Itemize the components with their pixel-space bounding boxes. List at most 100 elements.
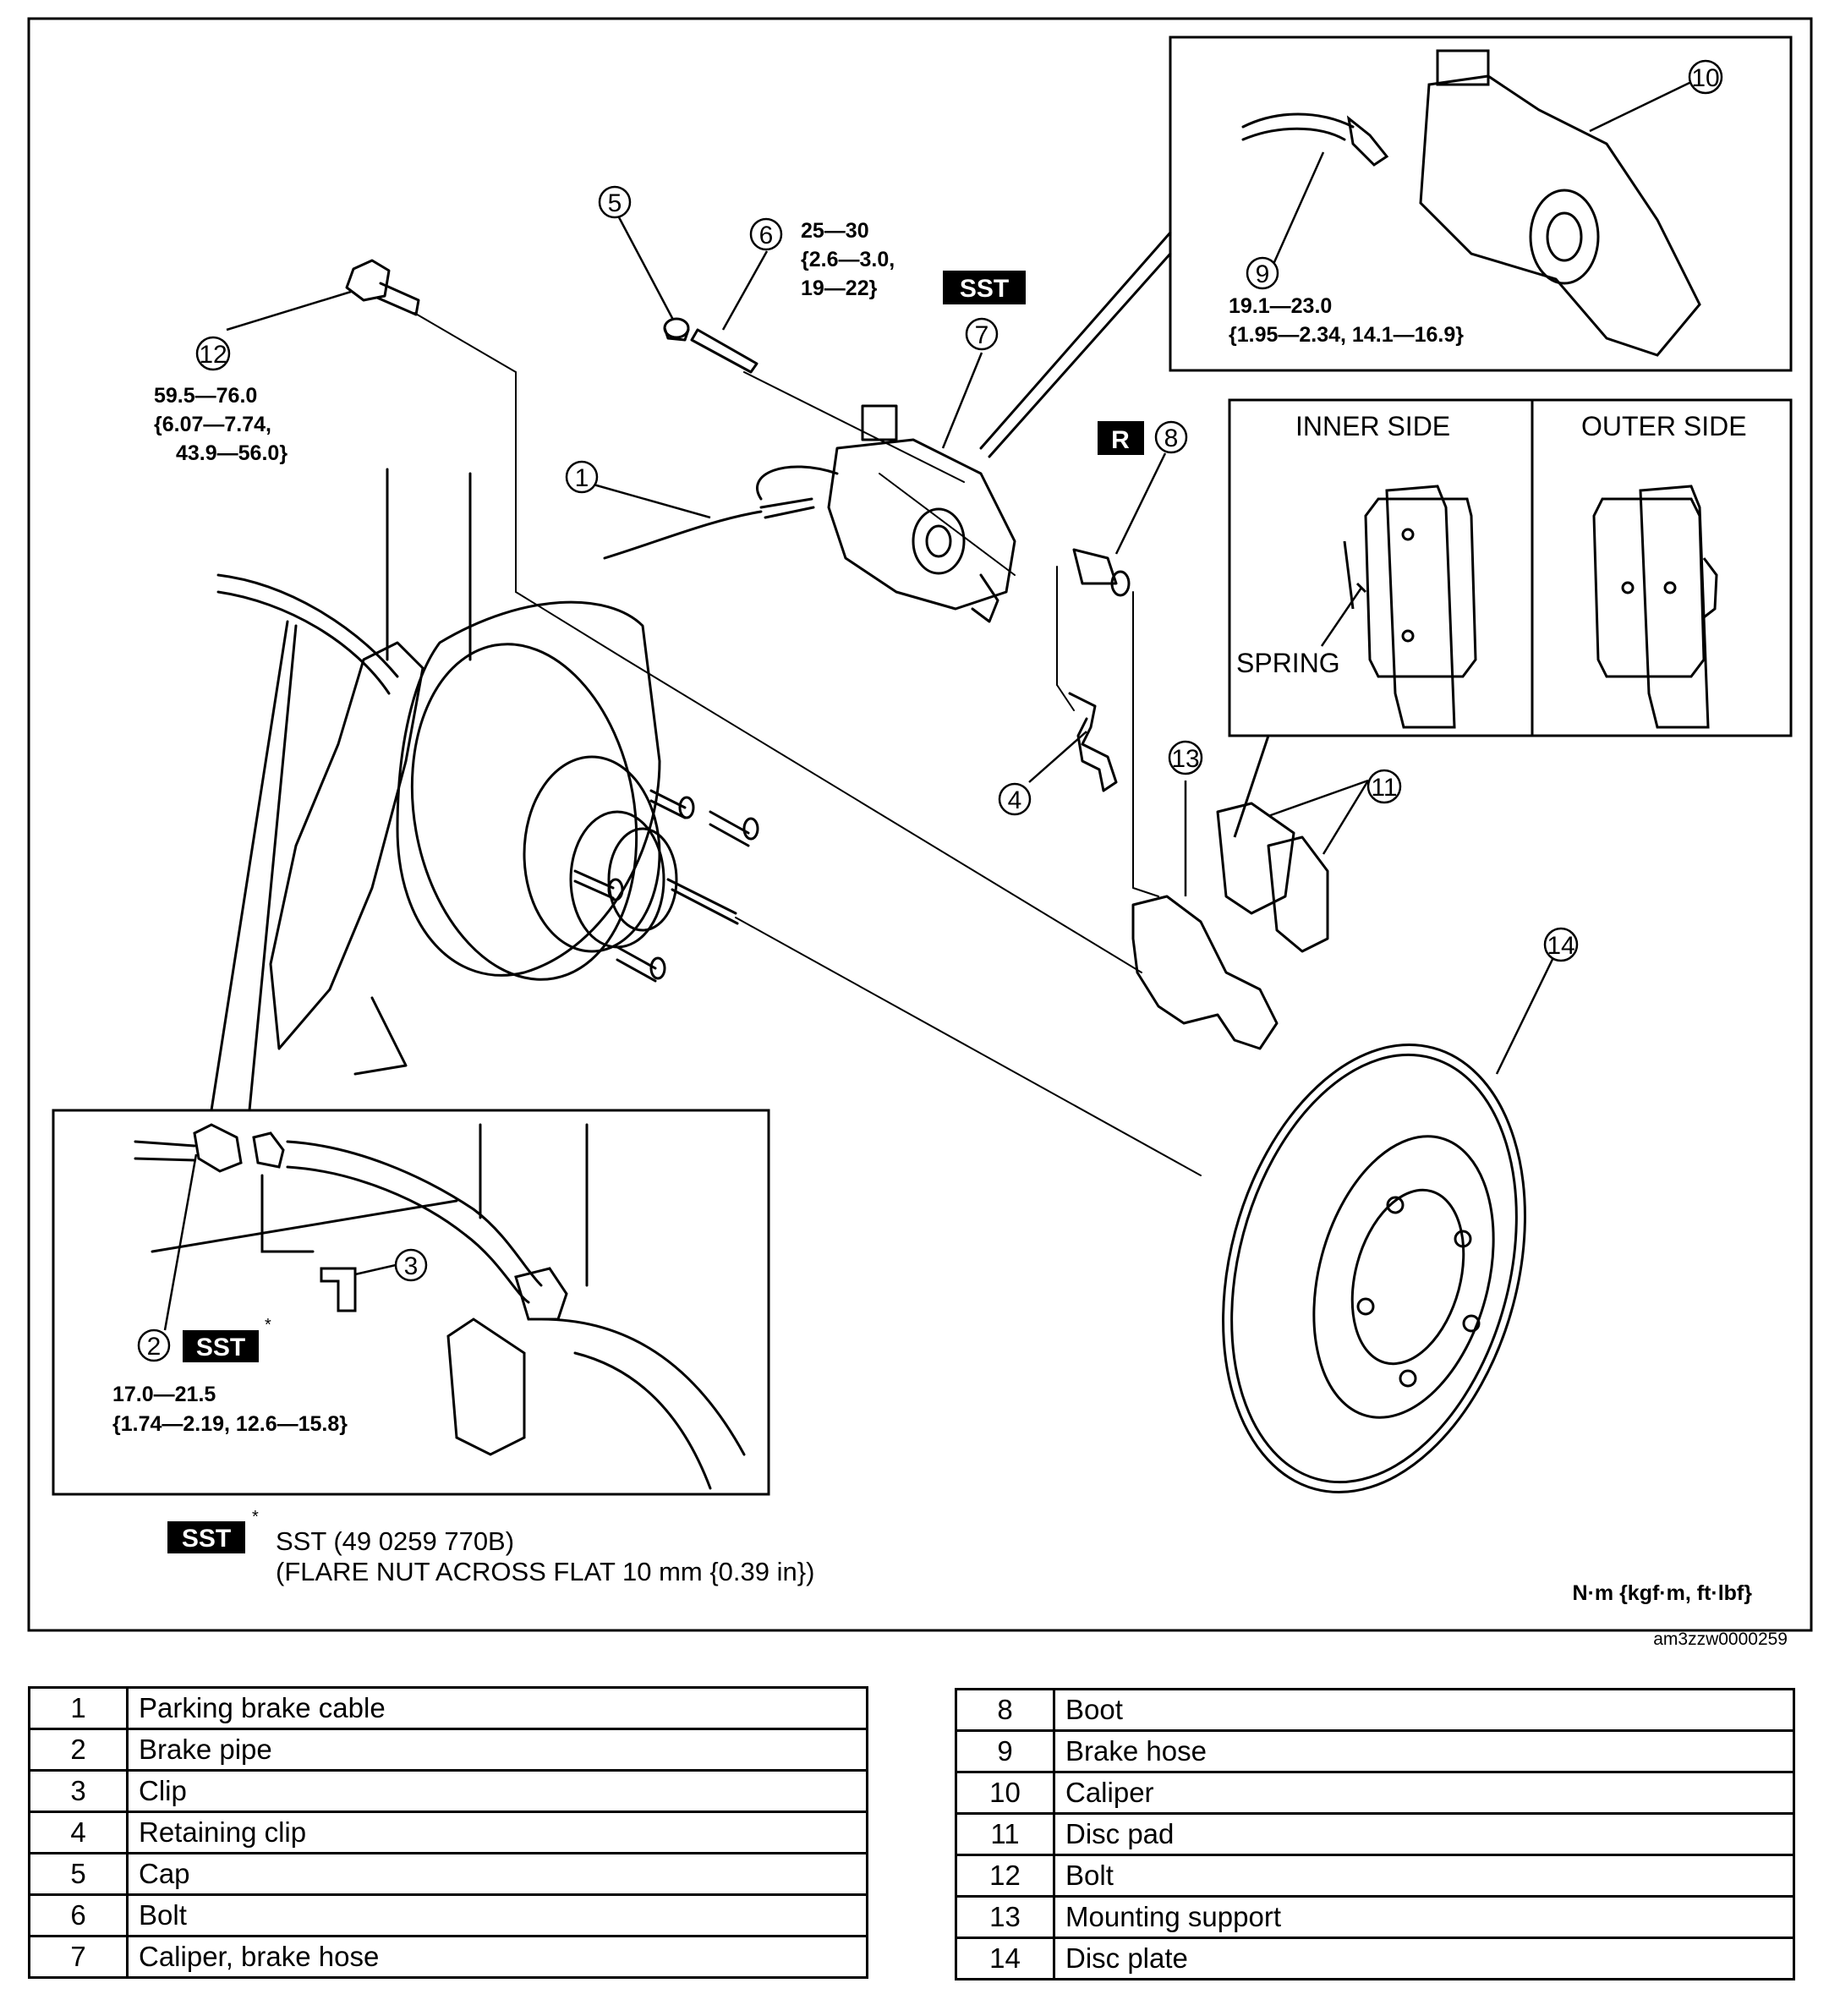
part-number: 9	[955, 1729, 1055, 1773]
callout-10: 10	[1688, 59, 1723, 95]
svg-text:19—22}: 19—22}	[801, 277, 878, 300]
svg-text:14: 14	[1547, 932, 1574, 960]
svg-text:*: *	[252, 1508, 259, 1526]
diagram-frame	[27, 17, 1813, 1632]
svg-text:59.5—76.0: 59.5—76.0	[154, 384, 257, 408]
svg-text:25—30: 25—30	[801, 219, 869, 243]
torque-spec-6: 25—30 {2.6—3.0, 19—22}	[801, 219, 895, 300]
torque-spec-9: 19.1—23.0 {1.95—2.34, 14.1—16.9}	[1229, 294, 1464, 347]
svg-text:19.1—23.0: 19.1—23.0	[1229, 294, 1332, 318]
part-number: 10	[955, 1771, 1055, 1815]
svg-text:{6.07—7.74,: {6.07—7.74,	[154, 413, 271, 436]
part-name: Bolt	[1053, 1854, 1795, 1898]
callout-11: 11	[1366, 769, 1402, 804]
svg-text:*: *	[265, 1316, 271, 1334]
part-name: Caliper, brake hose	[126, 1935, 868, 1979]
svg-text:17.0—21.5: 17.0—21.5	[112, 1383, 216, 1406]
r-badge-8: R	[1098, 421, 1144, 455]
part-name: Cap	[126, 1852, 868, 1896]
part-name: Brake hose	[1053, 1729, 1795, 1773]
svg-text:43.9—56.0}: 43.9—56.0}	[176, 441, 288, 465]
outer-side-label: OUTER SIDE	[1581, 411, 1747, 441]
part-number: 12	[955, 1854, 1055, 1898]
part-name: Caliper	[1053, 1771, 1795, 1815]
svg-text:{1.95—2.34, 14.1—16.9}: {1.95—2.34, 14.1—16.9}	[1229, 323, 1464, 347]
svg-text:13: 13	[1171, 745, 1199, 773]
callout-2: 2	[137, 1328, 171, 1362]
part-name: Disc plate	[1053, 1937, 1795, 1980]
torque-units: N·m {kgf·m, ft·lbf}	[1573, 1581, 1753, 1605]
svg-text:11: 11	[1371, 774, 1397, 802]
callout-5: 5	[598, 185, 632, 219]
svg-text:3: 3	[404, 1252, 419, 1280]
callout-4: 4	[998, 782, 1032, 816]
part-number: 1	[28, 1686, 129, 1730]
inset-brake-pipe-clip	[52, 620, 770, 1496]
part-number: 5	[28, 1852, 129, 1896]
svg-text:10: 10	[1691, 64, 1719, 92]
inner-side-label: INNER SIDE	[1295, 411, 1450, 441]
part-name: Bolt	[126, 1893, 868, 1937]
part-name: Brake pipe	[126, 1728, 868, 1772]
image-reference-code: am3zzw0000259	[1653, 1630, 1788, 1649]
part-number: 13	[955, 1895, 1055, 1939]
part-name: Mounting support	[1053, 1895, 1795, 1939]
part-number: 6	[28, 1893, 129, 1937]
svg-text:6: 6	[759, 222, 774, 249]
part-number: 3	[28, 1769, 129, 1813]
svg-text:SST: SST	[182, 1525, 231, 1553]
inset-pad-views	[1228, 398, 1793, 838]
callout-9: 9	[1246, 256, 1279, 290]
part-number: 14	[955, 1937, 1055, 1980]
svg-text:12: 12	[199, 341, 227, 369]
inset-caliper-hose	[979, 36, 1793, 458]
part-number: 11	[955, 1812, 1055, 1856]
svg-text:7: 7	[975, 321, 989, 349]
leader-lines	[163, 80, 1692, 1331]
sst-badge-2: SST *	[183, 1316, 271, 1362]
part-name: Disc pad	[1053, 1812, 1795, 1856]
svg-text:8: 8	[1164, 425, 1179, 452]
sst-badge-footnote: SST *	[167, 1508, 259, 1553]
torque-spec-12: 59.5—76.0 {6.07—7.74, 43.9—56.0}	[154, 384, 288, 465]
callout-8: 8	[1154, 420, 1188, 454]
sst-badge-7: SST	[943, 271, 1026, 304]
part-name: Parking brake cable	[126, 1686, 868, 1730]
svg-text:{1.74—2.19, 12.6—15.8}: {1.74—2.19, 12.6—15.8}	[112, 1412, 348, 1436]
svg-text:4: 4	[1008, 786, 1022, 814]
callout-12: 12	[195, 336, 231, 371]
exploded-brake-diagram: 1 2 3 4 5 6 7 8 9 10 11 12 13 14 SST R S…	[27, 17, 1813, 1632]
part-name: Boot	[1053, 1688, 1795, 1732]
part-number: 4	[28, 1811, 129, 1854]
svg-text:{2.6—3.0,: {2.6—3.0,	[801, 248, 895, 271]
svg-text:SST: SST	[960, 275, 1009, 303]
part-number: 8	[955, 1688, 1055, 1732]
svg-text:5: 5	[608, 189, 622, 217]
svg-text:9: 9	[1256, 260, 1270, 288]
part-name: Clip	[126, 1769, 868, 1813]
callout-6: 6	[749, 217, 783, 251]
callout-14: 14	[1543, 927, 1579, 962]
spring-label: SPRING	[1236, 648, 1340, 678]
illustration	[216, 259, 1526, 1493]
svg-text:SST: SST	[196, 1334, 245, 1361]
part-number: 2	[28, 1728, 129, 1772]
part-name: Retaining clip	[126, 1811, 868, 1854]
sst-footnote-line-2: (FLARE NUT ACROSS FLAT 10 mm {0.39 in})	[276, 1557, 814, 1586]
